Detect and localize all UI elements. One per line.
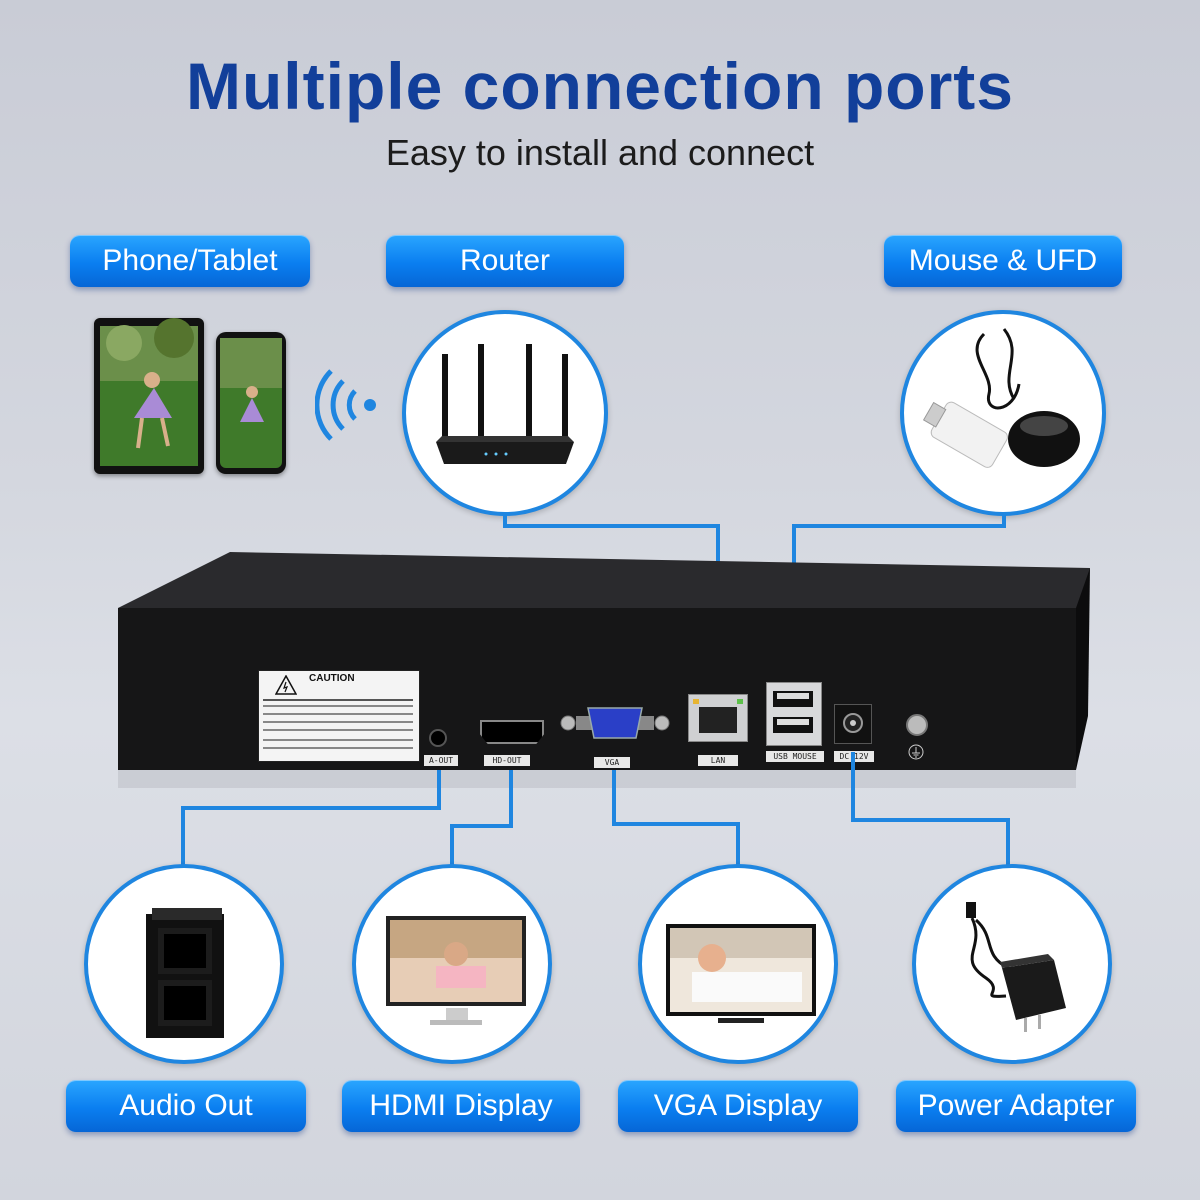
caution-label: CAUTION [258,670,420,762]
page-title: Multiple connection ports [186,49,1014,123]
mouse-icon [922,328,1080,468]
speaker-circle [84,864,284,1064]
phone-image [216,332,286,474]
tablet-image [94,318,204,474]
phone-tablet-label: Phone/Tablet [70,235,310,287]
lan-port [688,694,748,742]
caution-title: CAUTION [309,673,355,684]
router-icon [436,344,574,464]
ground-screw [906,714,928,736]
nvr-device: CAUTION A-OUT HD-OUT VGA LAN [110,548,1090,788]
usb-ports [766,682,822,746]
vga-display-circle [638,864,838,1064]
audio-out-label: Audio Out [66,1080,306,1132]
monitor-icon [386,916,526,1025]
warning-icon [275,675,297,695]
router-label: Router [386,235,624,287]
power-adapter-label: Power Adapter [896,1080,1136,1132]
hdout-port-label: HD-OUT [484,755,530,766]
audio-out-port [429,729,447,747]
mouse-ufd-circle [900,310,1106,516]
power-adapter-icon [966,902,1066,1032]
lan-port-label: LAN [698,755,738,766]
power-adapter-circle [912,864,1112,1064]
usb-port-label: USB MOUSE [766,751,824,762]
vga-port [558,706,672,740]
dc-port [834,704,872,744]
hdmi-port [480,720,544,744]
aout-port-label: A-OUT [424,755,458,766]
router-circle [402,310,608,516]
vga-display-label: VGA Display [618,1080,858,1132]
page-subtitle: Easy to install and connect [385,132,815,173]
speaker-icon [146,908,224,1038]
ground-icon [908,744,924,760]
hdmi-display-circle [352,864,552,1064]
mouse-ufd-label: Mouse & UFD [884,235,1122,287]
tv-icon [666,924,816,1023]
vga-port-label: VGA [594,757,630,768]
hdmi-display-label: HDMI Display [342,1080,580,1132]
wifi-icon [315,369,376,441]
